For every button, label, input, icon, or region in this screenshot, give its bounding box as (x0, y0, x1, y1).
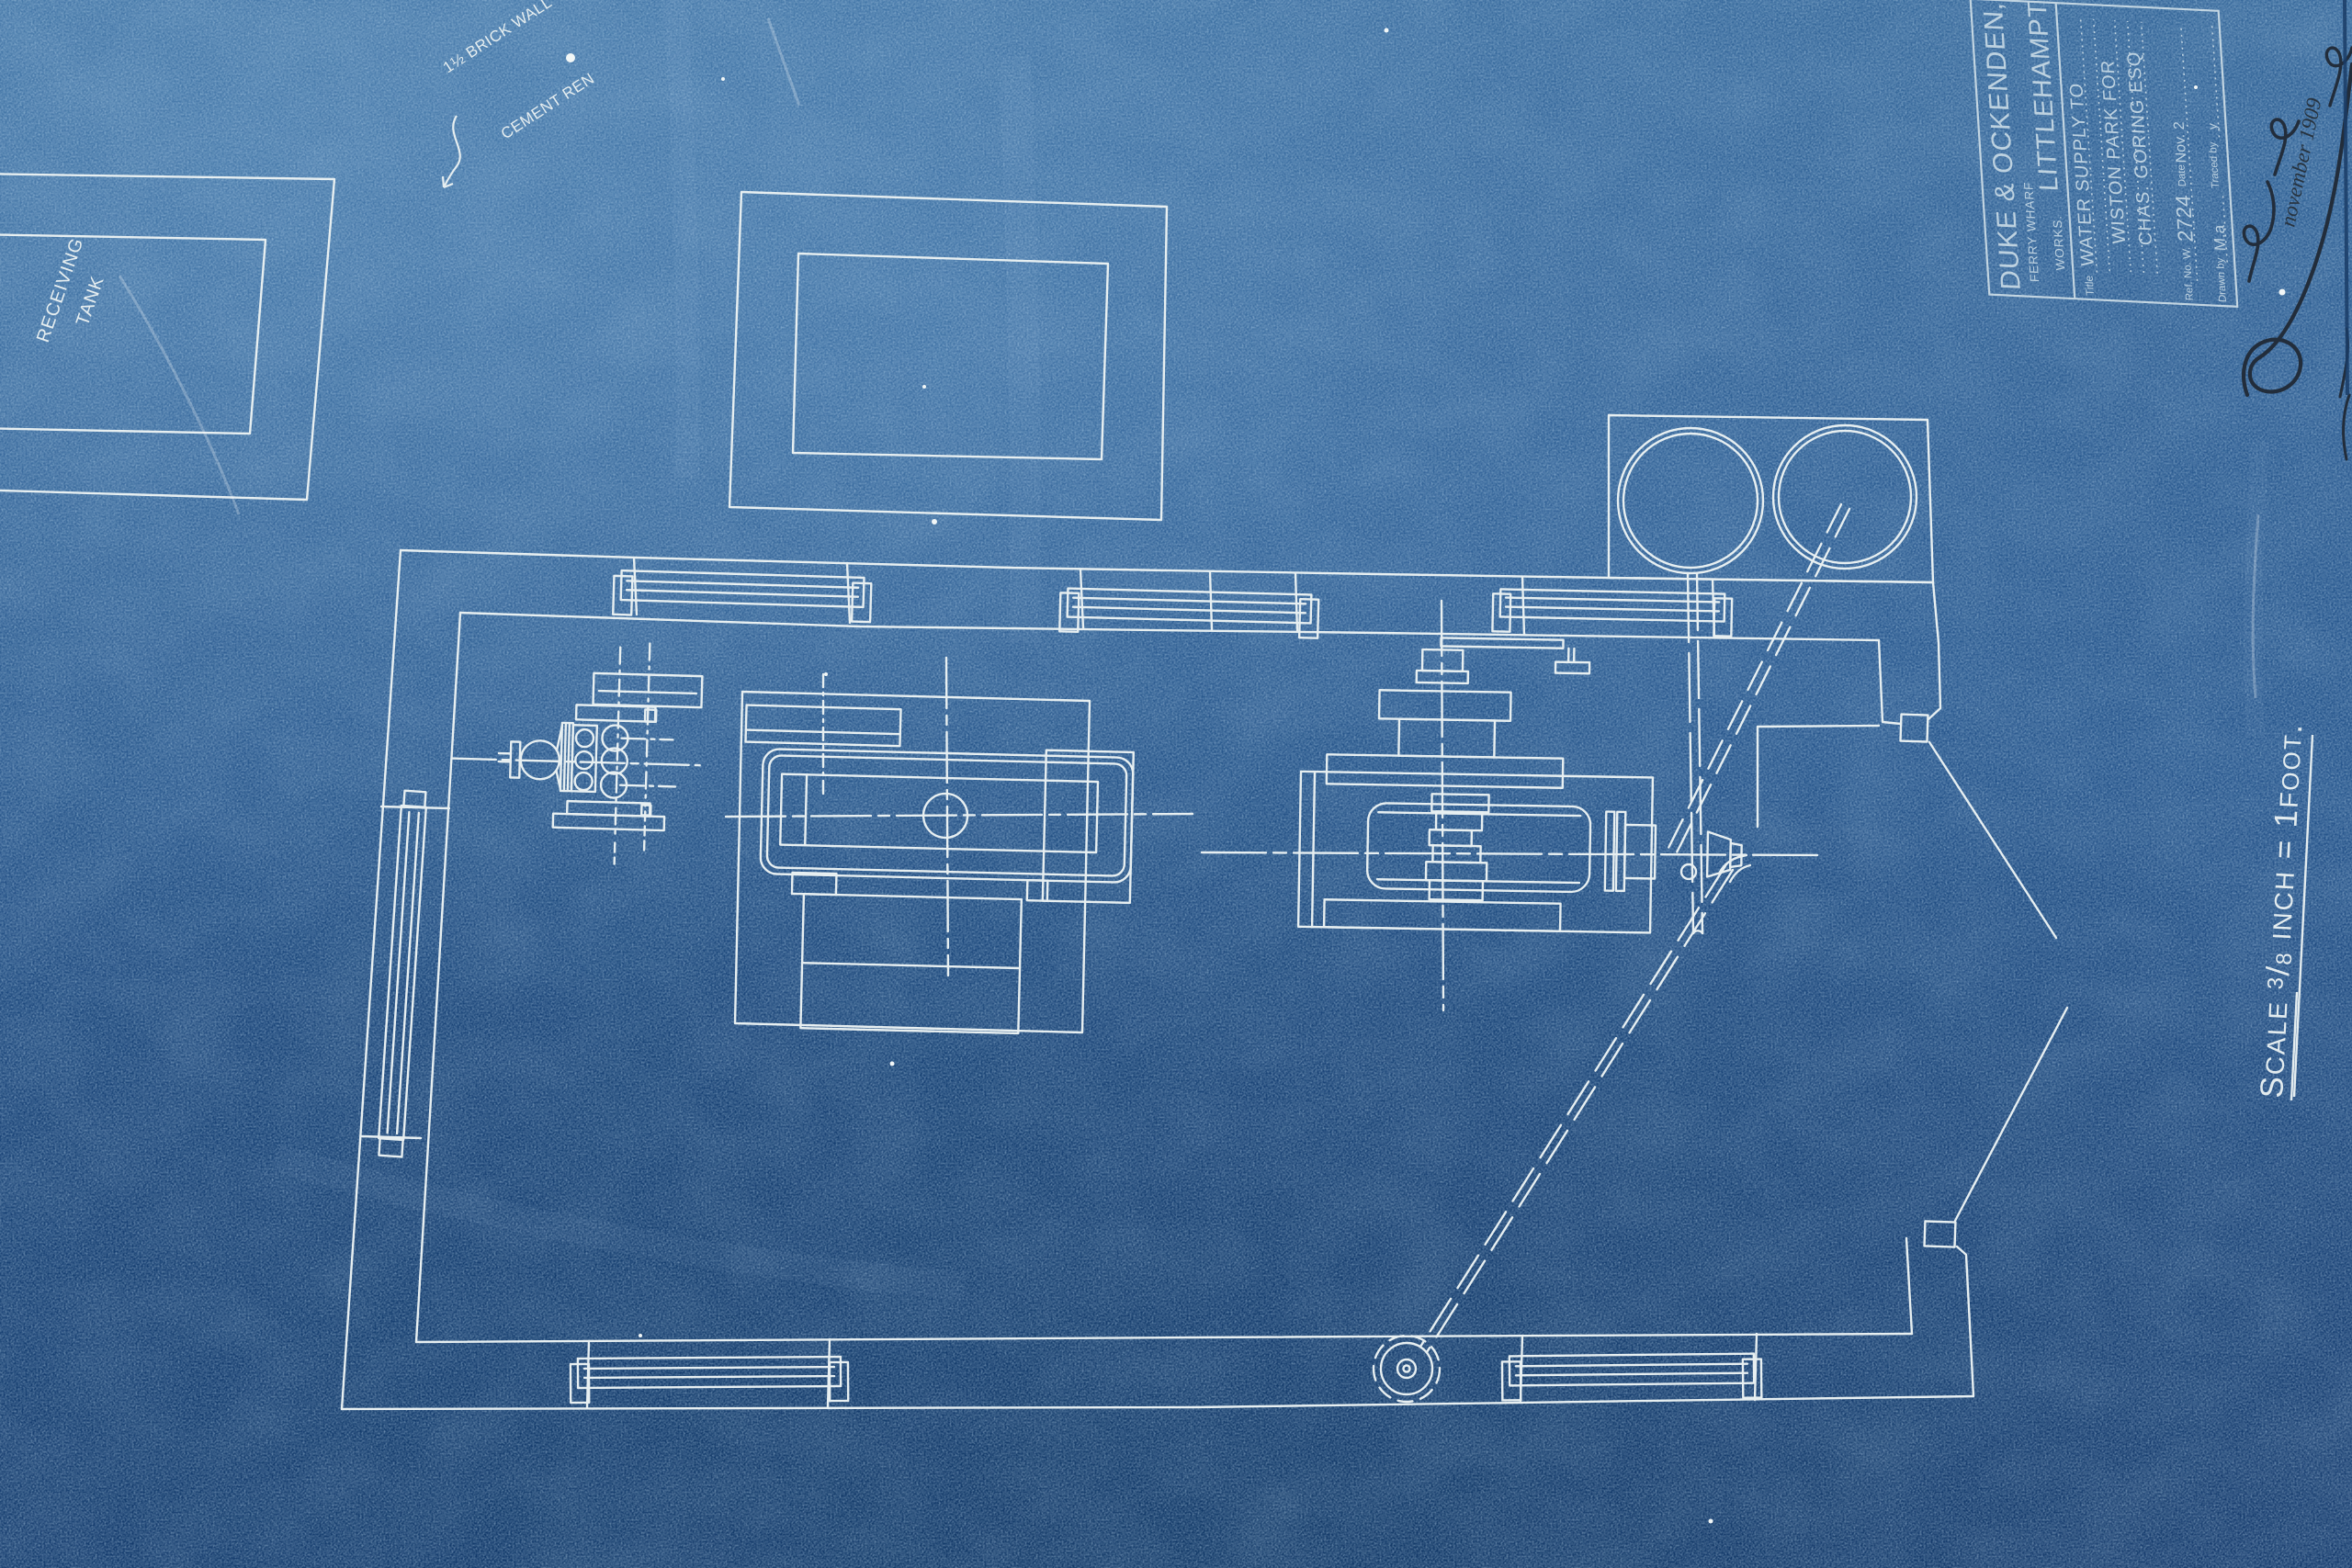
svg-text:M.a: M.a (2211, 224, 2230, 252)
svg-text:WORKS.: WORKS. (2050, 214, 2067, 270)
svg-text:Date: Date (2177, 164, 2189, 187)
svg-text:Nov. 2: Nov. 2 (2171, 121, 2190, 164)
svg-text:Traced by: Traced by (2208, 141, 2222, 188)
svg-text:FERRY WHARF: FERRY WHARF (2021, 181, 2041, 282)
svg-text:2724: 2724 (2171, 194, 2198, 243)
svg-text:Title: Title (2083, 275, 2097, 296)
svg-text:Ref. No. W.: Ref. No. W. (2181, 246, 2196, 300)
svg-text:y: y (2205, 123, 2220, 130)
svg-text:Drawn by: Drawn by (2215, 257, 2229, 302)
